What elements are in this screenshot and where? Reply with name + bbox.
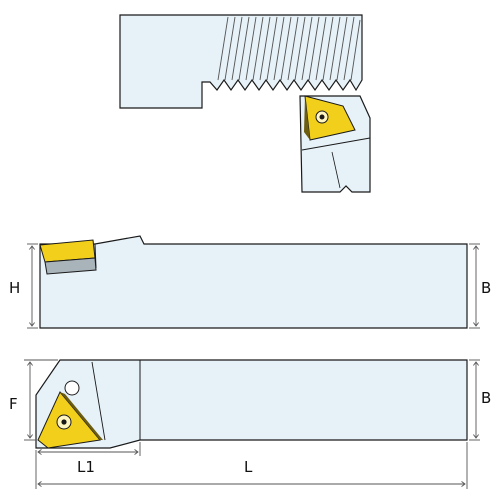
thread-hatching <box>217 16 361 81</box>
holder-plan-body <box>35 359 468 449</box>
label-B-plan: B <box>481 389 491 407</box>
plan-view: F B L1 L <box>9 359 491 489</box>
dimension-L <box>38 442 468 489</box>
threading-insert-top <box>304 95 356 141</box>
dimension-B-side <box>469 243 480 329</box>
dimension-B-plan <box>469 359 480 441</box>
label-H: H <box>9 279 20 297</box>
label-B-side: B <box>481 279 491 297</box>
threading-insert-side <box>39 239 97 275</box>
label-L: L <box>244 458 253 476</box>
threading-insert-plan <box>37 391 103 449</box>
threading-operation-view <box>119 14 371 193</box>
label-F: F <box>9 395 18 413</box>
dimension-H <box>27 243 38 329</box>
side-view: H B <box>9 235 491 329</box>
holder-side-body <box>39 235 468 329</box>
label-L1: L1 <box>77 458 95 476</box>
dimension-F <box>24 359 58 441</box>
dimension-L1 <box>35 442 141 489</box>
